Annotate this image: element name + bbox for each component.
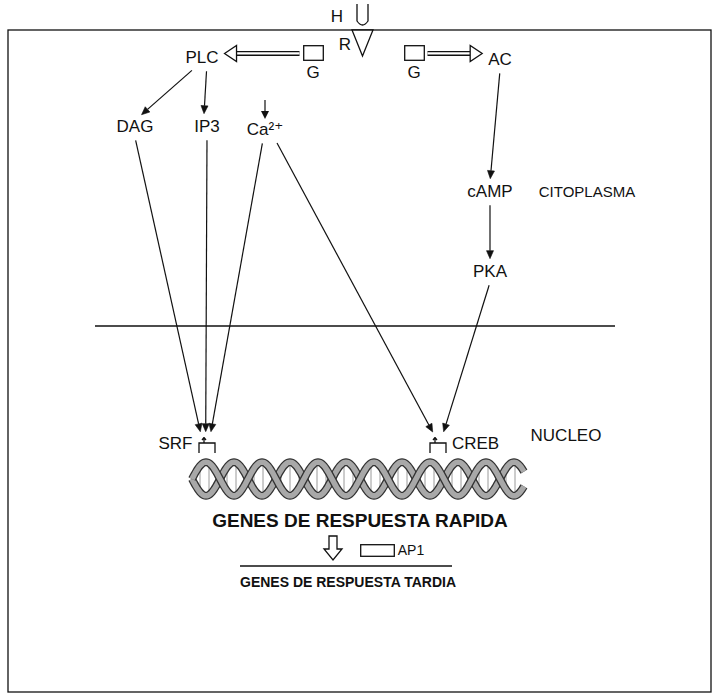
double-line-outer [237, 51, 300, 56]
enzyme-label: AC [485, 50, 515, 71]
activation-arrow [225, 45, 300, 61]
arrowhead [225, 45, 237, 61]
node-text: Ca²⁺ [247, 121, 283, 140]
g-protein-box: G [303, 45, 324, 83]
messenger-label: cAMP [464, 182, 515, 203]
g-box-rect [303, 46, 323, 61]
arrowhead [487, 170, 494, 178]
g-box-rect [404, 46, 424, 61]
helix-strand-edge [192, 462, 524, 496]
helix-strand [192, 462, 524, 496]
double-line-inner [237, 52, 300, 54]
arrow-line [148, 70, 192, 109]
receptor-label: R [339, 36, 351, 55]
calcium-arrow [264, 100, 265, 112]
ap1-box-rect [360, 545, 394, 557]
activation-arrow [428, 45, 483, 61]
node-text: CREB [452, 435, 499, 454]
g-box-outline [303, 45, 324, 61]
arrowhead [195, 423, 202, 432]
dna-helix [192, 462, 524, 496]
signal-arrow [201, 71, 208, 113]
node-text: AP1 [398, 543, 424, 558]
signal-arrow [277, 143, 433, 432]
receptor-symbol [352, 30, 373, 56]
transcription-factor: AP1 [360, 543, 424, 558]
node-text: G [306, 64, 319, 83]
arrow-line [446, 285, 489, 424]
helix-strand-edge [192, 462, 524, 496]
region-label: NUCLEO [531, 427, 602, 446]
ap1-box-outline [360, 544, 395, 557]
arrow-line [206, 140, 207, 423]
signal-arrow [443, 285, 489, 432]
double-line-inner [428, 52, 471, 54]
binding-site-outline [199, 438, 215, 454]
arrowhead [487, 251, 494, 259]
binding-site-symbol [427, 437, 449, 453]
g-protein-box: G [404, 45, 425, 83]
separator-line [240, 565, 452, 566]
region-label: CITOPLASMA [539, 184, 635, 201]
enzyme-label: PLC [182, 48, 221, 69]
helix-rung [317, 462, 318, 496]
signal-arrow [209, 143, 262, 431]
binding-site-outline [430, 438, 446, 454]
double-line-outer [428, 51, 471, 56]
arrow-line [136, 140, 199, 424]
node-text: IP3 [194, 118, 220, 137]
arrowhead [470, 45, 482, 61]
signal-arrow [487, 205, 494, 258]
arrow-line [204, 71, 206, 105]
helix-strand [192, 462, 524, 496]
signal-arrow [142, 70, 192, 114]
node-text: DAG [117, 118, 154, 137]
arrowhead [202, 424, 209, 432]
signal-arrow [136, 140, 202, 431]
helix-rung [290, 462, 291, 496]
helix-rung [515, 462, 516, 496]
hollow-arrow [324, 536, 342, 560]
arrowhead [443, 423, 450, 432]
node-text: cAMP [467, 183, 512, 202]
transcription-factor: CREB [427, 435, 499, 454]
arrow-line [277, 143, 429, 425]
node-text: SRF [159, 435, 193, 454]
node-text: PLC [185, 49, 218, 68]
hormone-symbol [357, 4, 368, 25]
arrowhead [142, 107, 150, 115]
node-text: PKA [473, 263, 507, 282]
binding-site-symbol [196, 437, 218, 453]
arrow-line [212, 143, 262, 424]
messenger-label: Ca²⁺ [244, 120, 286, 141]
helix-rung [263, 462, 264, 496]
messenger-label: DAG [114, 117, 157, 138]
node-text: G [407, 64, 420, 83]
cell-frame [8, 30, 711, 692]
arrowhead [201, 105, 208, 113]
calcium-arrowhead [261, 111, 269, 119]
arrowhead [426, 423, 433, 432]
messenger-label: IP3 [191, 117, 223, 138]
transcription-factor: SRF [159, 435, 218, 454]
signal-arrow [487, 73, 499, 178]
arrowhead [209, 423, 216, 431]
nuclear-membrane [95, 325, 615, 326]
kinase-label: PKA [470, 262, 510, 283]
node-text: AC [488, 51, 512, 70]
arrow-line [491, 73, 500, 170]
arrow-line [489, 205, 490, 250]
gene-group-label: GENES DE RESPUESTA RAPIDA [212, 511, 508, 532]
gene-group-label: GENES DE RESPUESTA TARDIA [240, 575, 456, 590]
g-box-outline [404, 45, 425, 61]
signal-arrow [202, 140, 209, 431]
hormone-label: H [331, 8, 343, 27]
